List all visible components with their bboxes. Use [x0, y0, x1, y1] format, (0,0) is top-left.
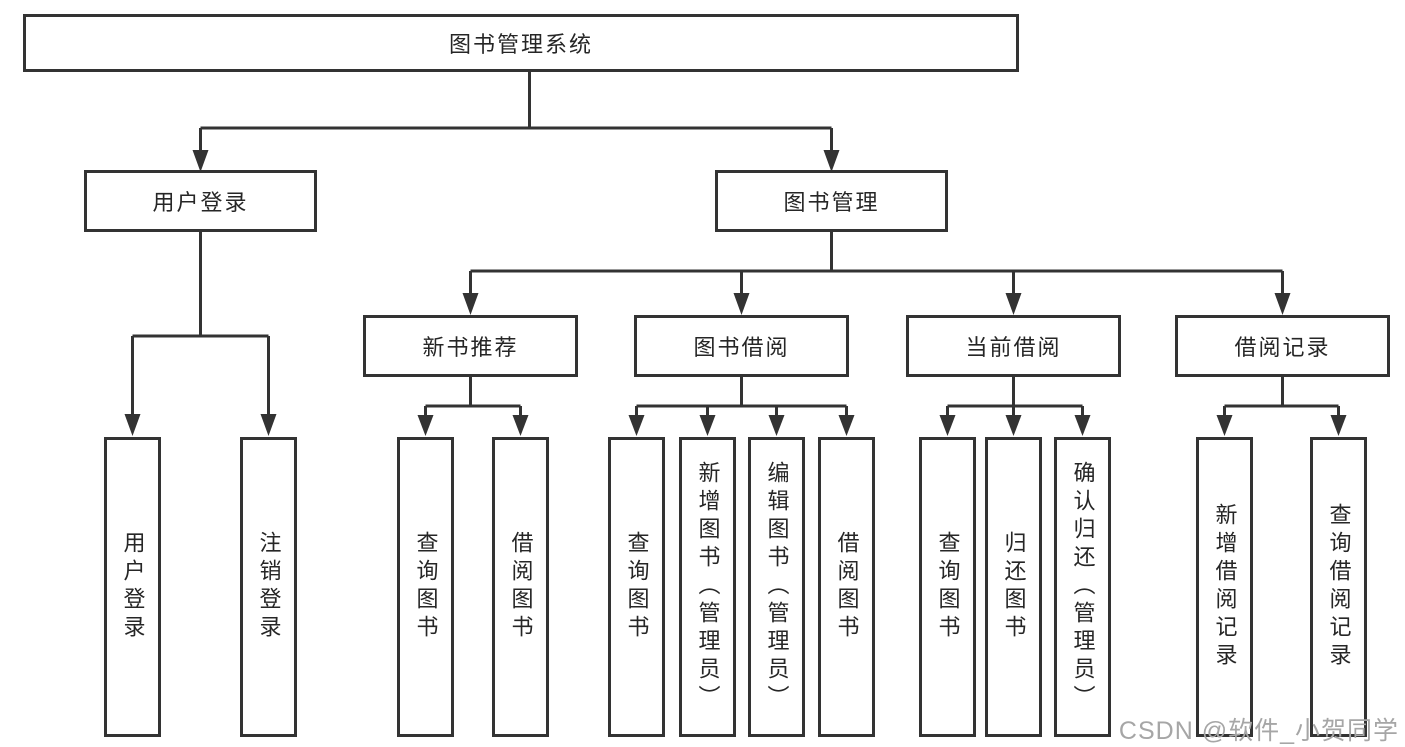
leaf-add-books-admin: 新增图书（管理员） — [679, 437, 736, 737]
node-current-borrow: 当前借阅 — [906, 315, 1121, 377]
leaf-query-books-recommend: 查询图书 — [397, 437, 454, 737]
connector-user-login-branch — [131, 232, 270, 416]
node-book-management: 图书管理 — [715, 170, 948, 232]
arrowheads-user-login-branch — [124, 414, 277, 436]
node-borrow-record: 借阅记录 — [1175, 315, 1390, 377]
leaf-logout: 注销登录 — [240, 437, 297, 737]
arrowheads-borrow-branch — [628, 415, 855, 436]
connector-record-branch — [1223, 377, 1340, 417]
leaf-query-borrow-record: 查询借阅记录 — [1310, 437, 1367, 737]
arrowheads-record-branch — [1216, 415, 1347, 436]
arrowheads-recommend-branch — [417, 415, 529, 436]
node-library-system-root: 图书管理系统 — [23, 14, 1019, 72]
connector-book-mgmt-branch — [469, 232, 1284, 295]
node-new-book-recommend: 新书推荐 — [363, 315, 578, 377]
connector-recommend-branch — [424, 377, 522, 417]
connector-borrow-branch — [635, 377, 848, 417]
leaf-add-borrow-record: 新增借阅记录 — [1196, 437, 1253, 737]
arrowheads-current-branch — [939, 415, 1091, 436]
connector-root-to-level2 — [199, 72, 833, 152]
leaf-query-books-current: 查询图书 — [919, 437, 976, 737]
leaf-return-books: 归还图书 — [985, 437, 1042, 737]
node-user-login: 用户登录 — [84, 170, 317, 232]
arrowheads-level2 — [192, 150, 840, 172]
node-book-borrow: 图书借阅 — [634, 315, 849, 377]
leaf-borrow-books: 借阅图书 — [818, 437, 875, 737]
leaf-query-books-borrow: 查询图书 — [608, 437, 665, 737]
leaf-user-login: 用户登录 — [104, 437, 161, 737]
csdn-watermark: CSDN @软件_小贺同学 — [1118, 717, 1399, 745]
leaf-borrow-books-recommend: 借阅图书 — [492, 437, 549, 737]
connector-current-branch — [946, 377, 1084, 417]
leaf-edit-books-admin: 编辑图书（管理员） — [748, 437, 805, 737]
arrowheads-level3 — [462, 293, 1291, 315]
leaf-confirm-return-admin: 确认归还（管理员） — [1054, 437, 1111, 737]
